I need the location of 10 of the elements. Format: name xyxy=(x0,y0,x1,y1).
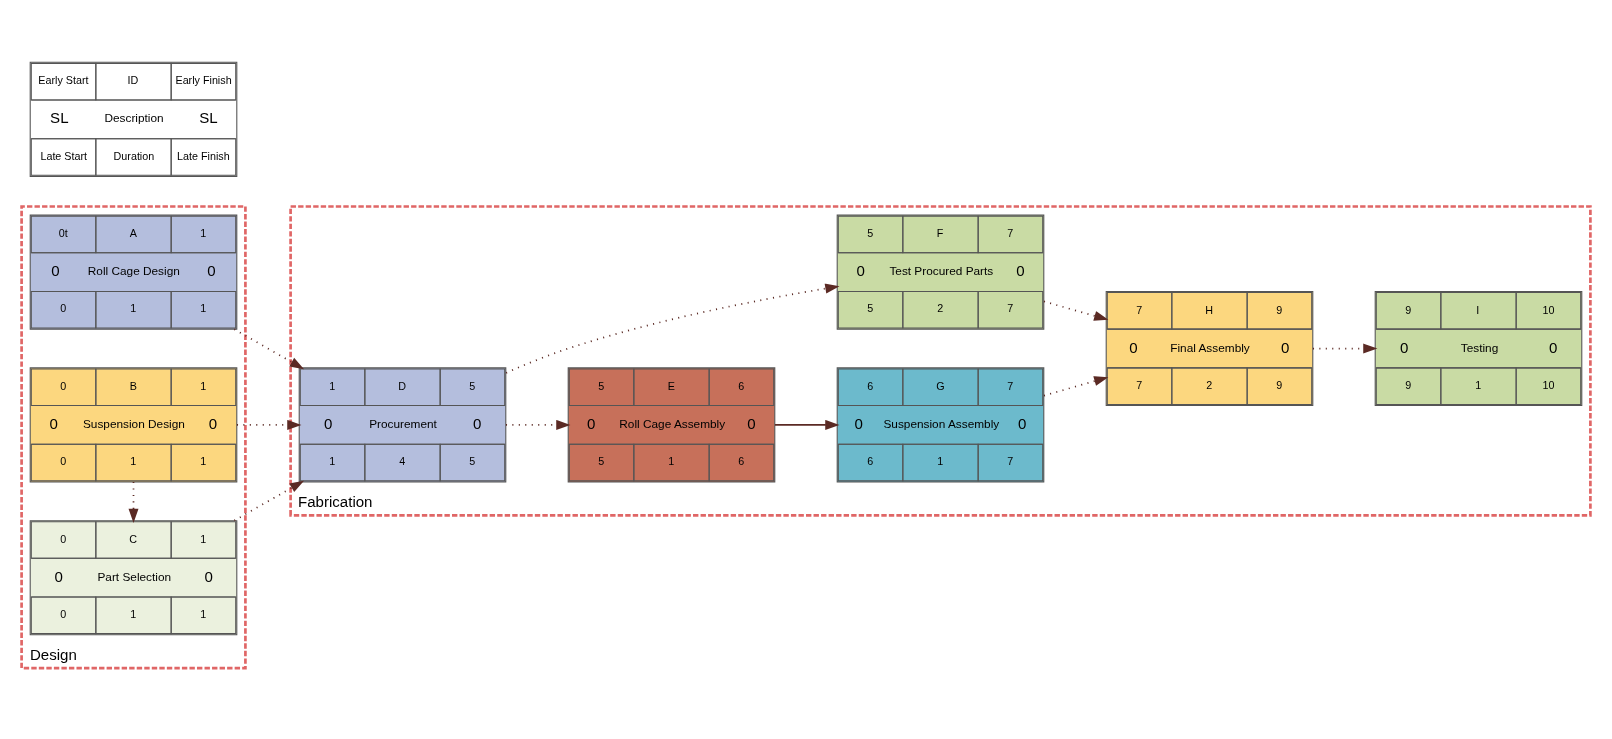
arrow xyxy=(774,419,840,430)
arrow xyxy=(505,419,571,430)
arrow xyxy=(236,419,302,430)
arrow xyxy=(1043,300,1109,321)
arrow xyxy=(505,283,840,374)
arrow xyxy=(233,480,305,522)
arrow xyxy=(1312,343,1378,354)
arrow xyxy=(233,328,305,370)
arrow xyxy=(128,481,139,523)
arrow xyxy=(1043,376,1109,397)
